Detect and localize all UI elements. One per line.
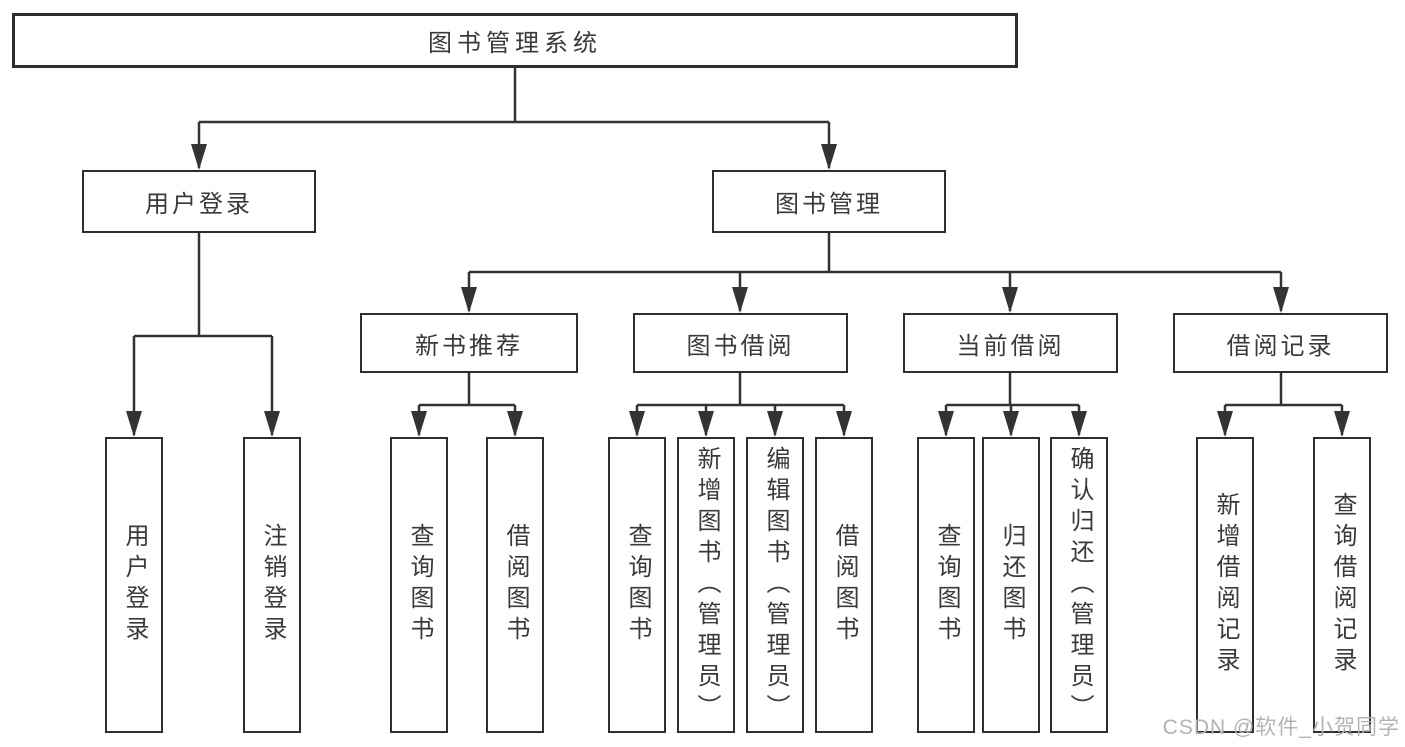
arrow-down-icon [411, 411, 427, 437]
node-label: 借阅图书 [502, 523, 529, 647]
leaf-add-book-admin: 新增图书（管理员） [677, 437, 735, 733]
arrow-down-icon [1217, 411, 1233, 437]
edge-user-login-to-children [132, 233, 274, 435]
node-label: 借阅记录 [1226, 332, 1335, 360]
node-label: 查询借阅记录 [1329, 492, 1356, 678]
edge-book-mgmt-to-level3 [467, 233, 1283, 311]
arrow-down-icon [1003, 411, 1019, 437]
arrow-down-icon [191, 144, 207, 170]
node-label: 图书管理系统 [428, 30, 602, 57]
arrow-down-icon [461, 287, 477, 313]
node-label: 确认归还（管理员） [1066, 445, 1093, 725]
leaf-logout: 注销登录 [243, 437, 301, 733]
arrow-down-icon [264, 411, 280, 437]
arrow-down-icon [821, 144, 837, 170]
node-label: 注销登录 [259, 523, 286, 647]
edge-book-borrow-to-children [635, 373, 846, 435]
node-new-book-recommend: 新书推荐 [360, 313, 578, 373]
leaf-query-books-current: 查询图书 [917, 437, 975, 733]
leaf-borrow-books: 借阅图书 [815, 437, 873, 733]
leaf-confirm-return-admin: 确认归还（管理员） [1050, 437, 1108, 733]
node-label: 查询图书 [406, 523, 433, 647]
arrow-down-icon [629, 411, 645, 437]
arrow-down-icon [732, 287, 748, 313]
node-book-borrowing: 图书借阅 [633, 313, 848, 373]
edge-new-books-to-children [417, 373, 517, 435]
edge-root-to-level2 [197, 68, 831, 168]
arrow-down-icon [1002, 287, 1018, 313]
leaf-query-books-recommend: 查询图书 [390, 437, 448, 733]
node-library-management-system: 图书管理系统 [12, 13, 1018, 68]
leaf-add-borrow-record: 新增借阅记录 [1196, 437, 1254, 733]
node-label: 图书借阅 [686, 332, 795, 360]
arrow-down-icon [767, 411, 783, 437]
node-label: 归还图书 [998, 523, 1025, 647]
node-borrow-records: 借阅记录 [1173, 313, 1388, 373]
node-label: 用户登录 [145, 191, 253, 218]
node-label: 编辑图书（管理员） [762, 445, 789, 725]
node-label: 新增借阅记录 [1212, 492, 1239, 678]
arrow-down-icon [1273, 287, 1289, 313]
node-label: 查询图书 [624, 523, 651, 647]
node-current-borrowing: 当前借阅 [903, 313, 1118, 373]
edge-borrow-records-to-children [1223, 373, 1344, 435]
leaf-user-login: 用户登录 [105, 437, 163, 733]
arrow-down-icon [507, 411, 523, 437]
arrow-down-icon [938, 411, 954, 437]
arrow-down-icon [126, 411, 142, 437]
leaf-query-borrow-record: 查询借阅记录 [1313, 437, 1371, 733]
leaf-borrow-books-recommend: 借阅图书 [486, 437, 544, 733]
leaf-return-book: 归还图书 [982, 437, 1040, 733]
arrow-down-icon [1071, 411, 1087, 437]
leaf-query-books-borrow: 查询图书 [608, 437, 666, 733]
node-label: 用户登录 [121, 523, 148, 647]
node-label: 借阅图书 [831, 523, 858, 647]
node-label: 查询图书 [933, 523, 960, 647]
arrow-down-icon [836, 411, 852, 437]
node-label: 图书管理 [775, 191, 883, 218]
leaf-edit-book-admin: 编辑图书（管理员） [746, 437, 804, 733]
csdn-watermark: CSDN @软件_小贺同学 [1162, 716, 1400, 739]
arrow-down-icon [1334, 411, 1350, 437]
arrow-down-icon [698, 411, 714, 437]
node-user-login: 用户登录 [82, 170, 316, 233]
node-label: 新增图书（管理员） [693, 445, 720, 725]
node-label: 当前借阅 [956, 332, 1065, 360]
node-book-management: 图书管理 [712, 170, 946, 233]
node-label: 新书推荐 [415, 332, 523, 360]
